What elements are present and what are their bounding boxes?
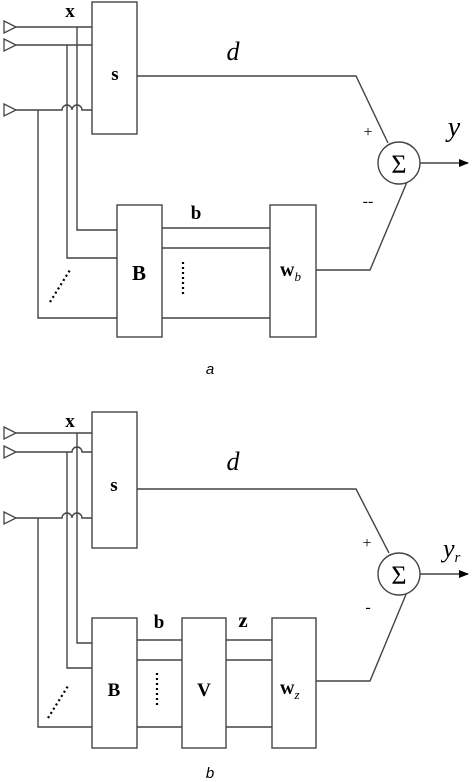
plus-sign: +	[363, 124, 372, 141]
block-s	[91, 411, 138, 549]
signal-d-line	[137, 75, 389, 144]
block-s	[91, 1, 138, 135]
branch-line-2	[66, 45, 117, 259]
diagram-a: x s d B b wb Σ + -- y a	[3, 1, 469, 378]
block-w-label: wb	[280, 259, 301, 284]
block-B	[91, 617, 138, 749]
block-B-label: B	[108, 680, 121, 701]
plus-sign: +	[362, 535, 371, 552]
minus-sign: --	[363, 193, 374, 210]
input-terminal-1	[3, 19, 18, 35]
input-line-2	[16, 446, 92, 453]
input-terminal-3	[3, 510, 18, 526]
input-ellipsis-dots	[47, 685, 69, 719]
branch-line-3	[37, 110, 117, 319]
sum-symbol: Σ	[391, 561, 406, 590]
signal-z-label: z	[238, 608, 247, 632]
input-ellipsis-dots	[49, 269, 71, 303]
minus-sign: -	[365, 599, 370, 616]
input-terminal-2	[3, 37, 18, 53]
input-line-3	[16, 512, 92, 519]
block-w-label: wz	[280, 677, 300, 702]
input-label-x: x	[65, 1, 75, 22]
input-label-x: x	[65, 411, 75, 432]
caption-b: b	[206, 765, 214, 782]
input-terminal-2	[3, 444, 18, 460]
input-line-3	[16, 104, 92, 111]
branch-line-3	[37, 518, 92, 728]
block-w	[269, 204, 317, 338]
signal-d-line	[137, 488, 390, 554]
input-terminal-3	[3, 102, 18, 118]
block-w	[271, 617, 317, 749]
output-label-y: yr	[440, 534, 461, 566]
signal-d-label: d	[227, 37, 241, 66]
diagram-b: x s d B b V z wz Σ + - yr	[3, 411, 469, 782]
branch-line-1	[76, 27, 117, 231]
signal-b-label: b	[154, 612, 165, 633]
block-s-label: s	[111, 64, 118, 85]
signal-wb-line	[316, 181, 408, 271]
output-label-y: y	[445, 112, 461, 143]
signal-wz-line	[316, 591, 408, 682]
branch-line-2	[66, 452, 92, 669]
block-B-label: B	[132, 261, 146, 285]
signal-d-label: d	[227, 447, 241, 476]
branch-line-1	[76, 433, 92, 644]
input-terminal-1	[3, 425, 18, 441]
caption-a: a	[206, 361, 214, 378]
block-V	[181, 617, 227, 749]
block-B	[116, 204, 163, 338]
block-V-label: V	[197, 680, 211, 701]
block-s-label: s	[110, 475, 117, 496]
sum-symbol: Σ	[391, 150, 406, 179]
signal-b-label: b	[191, 203, 202, 224]
